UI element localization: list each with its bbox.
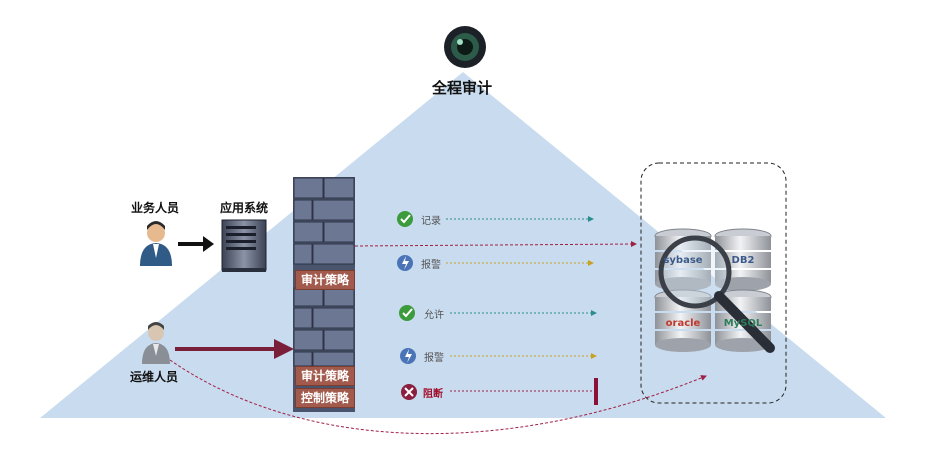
business-user-icon (140, 221, 172, 266)
action-block-label: 阻断 (423, 389, 443, 400)
db-label-db2: DB2 (732, 255, 755, 266)
alert-icon-2 (400, 348, 416, 364)
audit-policy-2: 审计策略 (295, 366, 355, 386)
ops-user-icon (142, 322, 170, 364)
record-check-icon (397, 211, 413, 227)
block-stop-bar (594, 378, 598, 405)
business-flow-line (354, 241, 637, 248)
app-system-label: 应用系统 (220, 201, 269, 215)
block-x-icon (401, 384, 417, 400)
allow-check-icon (399, 305, 415, 321)
camera-icon (444, 26, 486, 68)
action-allow-label: 允许 (424, 310, 444, 321)
db-label-oracle: oracle (666, 318, 701, 329)
ops-bypass-curve (169, 359, 707, 435)
magnifier-icon (658, 235, 775, 353)
ops-user-label: 运维人员 (130, 370, 179, 384)
business-arrow (178, 236, 214, 252)
audit-policy-1: 审计策略 (295, 270, 355, 290)
db-label-mysql: MySQL (724, 318, 763, 329)
control-policy: 控制策略 (295, 388, 355, 408)
business-user-label: 业务人员 (131, 201, 180, 215)
app-server-icon (221, 219, 267, 272)
action-alert-label-1: 报警 (421, 260, 441, 271)
db-label-sybase: sybase (663, 255, 702, 266)
action-record-label: 记录 (421, 216, 441, 227)
alert-icon-1 (397, 255, 413, 271)
action-alert-label-2: 报警 (424, 353, 444, 364)
audit-title: 全程审计 (432, 79, 493, 97)
database-group-frame (640, 162, 787, 404)
